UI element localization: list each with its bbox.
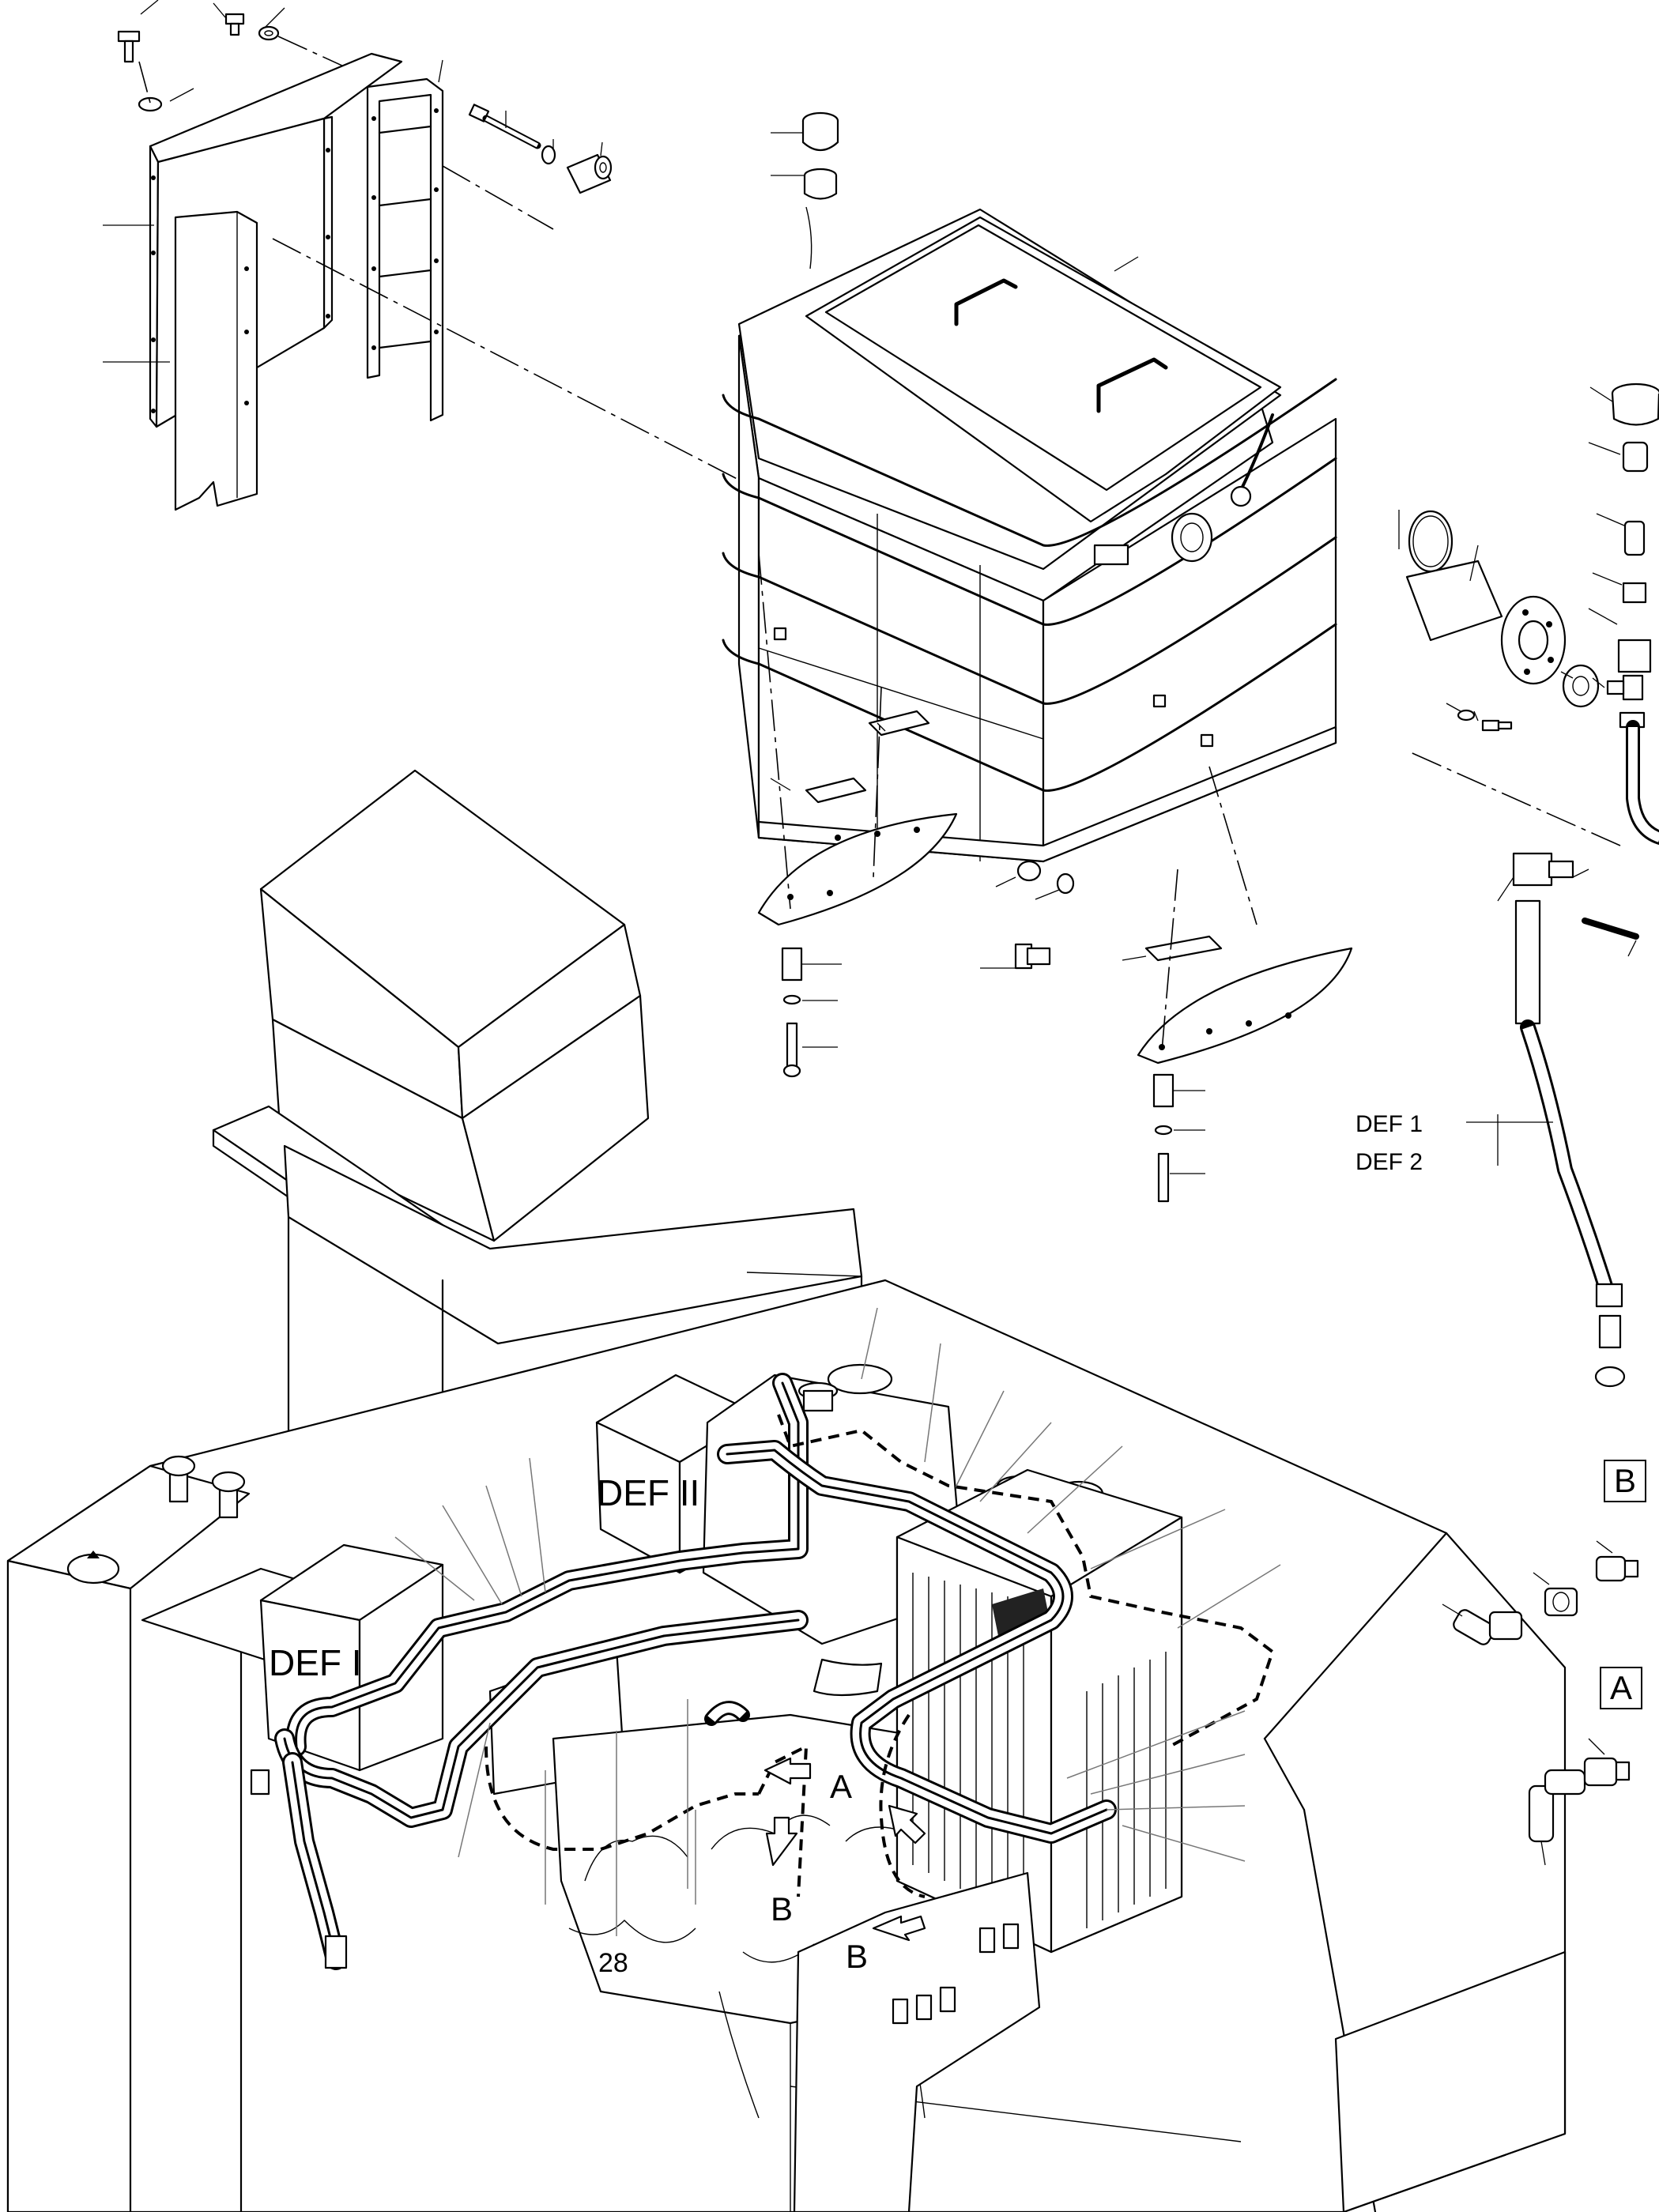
detail-a-label: A (1610, 1669, 1632, 1706)
front-panel (793, 1871, 1041, 2212)
return-lines-dashed (485, 1414, 1275, 1898)
bolt-icon (117, 13, 245, 63)
def-2-label: DEF 2 (1355, 1149, 1423, 1175)
nut-icon (1562, 664, 1600, 708)
detail-a: A (1528, 1667, 1642, 1866)
bolt-icon (1457, 709, 1513, 732)
reference-28-label: 28 (598, 1948, 628, 1978)
connector-icon (1595, 1555, 1639, 1582)
machine-cab (212, 769, 863, 1519)
connector-icon (1583, 1757, 1631, 1787)
callout-leaders (394, 1307, 1281, 1936)
o-ring-icon (1408, 510, 1454, 573)
sender-and-fittings (1398, 382, 1659, 846)
ladder (366, 59, 444, 422)
filler-cap-icon (801, 111, 839, 269)
view-b-upper-label: B (771, 1890, 793, 1927)
washer-icon (138, 25, 280, 112)
suction-pipe-icon (1405, 560, 1567, 685)
def-i-label: DEF I (269, 1642, 362, 1683)
elbow-fitting-icon (1453, 1609, 1523, 1645)
tank-mounts (757, 552, 1639, 1388)
def-ii-label: DEF II (597, 1472, 699, 1513)
cover-panel-assembly (103, 0, 752, 511)
detail-b: B (1442, 1460, 1646, 1645)
def-1-label: DEF 1 (1355, 1111, 1423, 1137)
radiator (895, 1468, 1183, 1954)
adapter-fitting-icon (1544, 1587, 1578, 1617)
view-arrow (764, 1757, 926, 1942)
spacer-sleeve-icon (566, 153, 613, 194)
def-pipe-bundle (250, 1373, 1117, 1970)
def-tank (722, 111, 1337, 863)
detail-b-label: B (1614, 1462, 1636, 1499)
view-b-lower-label: B (846, 1938, 868, 1975)
adapter-icon (1622, 441, 1649, 473)
washer-icon (541, 145, 556, 165)
vent-cap-icon (1611, 382, 1659, 426)
view-a-label: A (830, 1768, 852, 1805)
mounting-hole (151, 148, 330, 413)
long-bolt-icon (468, 104, 541, 149)
tee-fitting-icon (1617, 639, 1652, 673)
